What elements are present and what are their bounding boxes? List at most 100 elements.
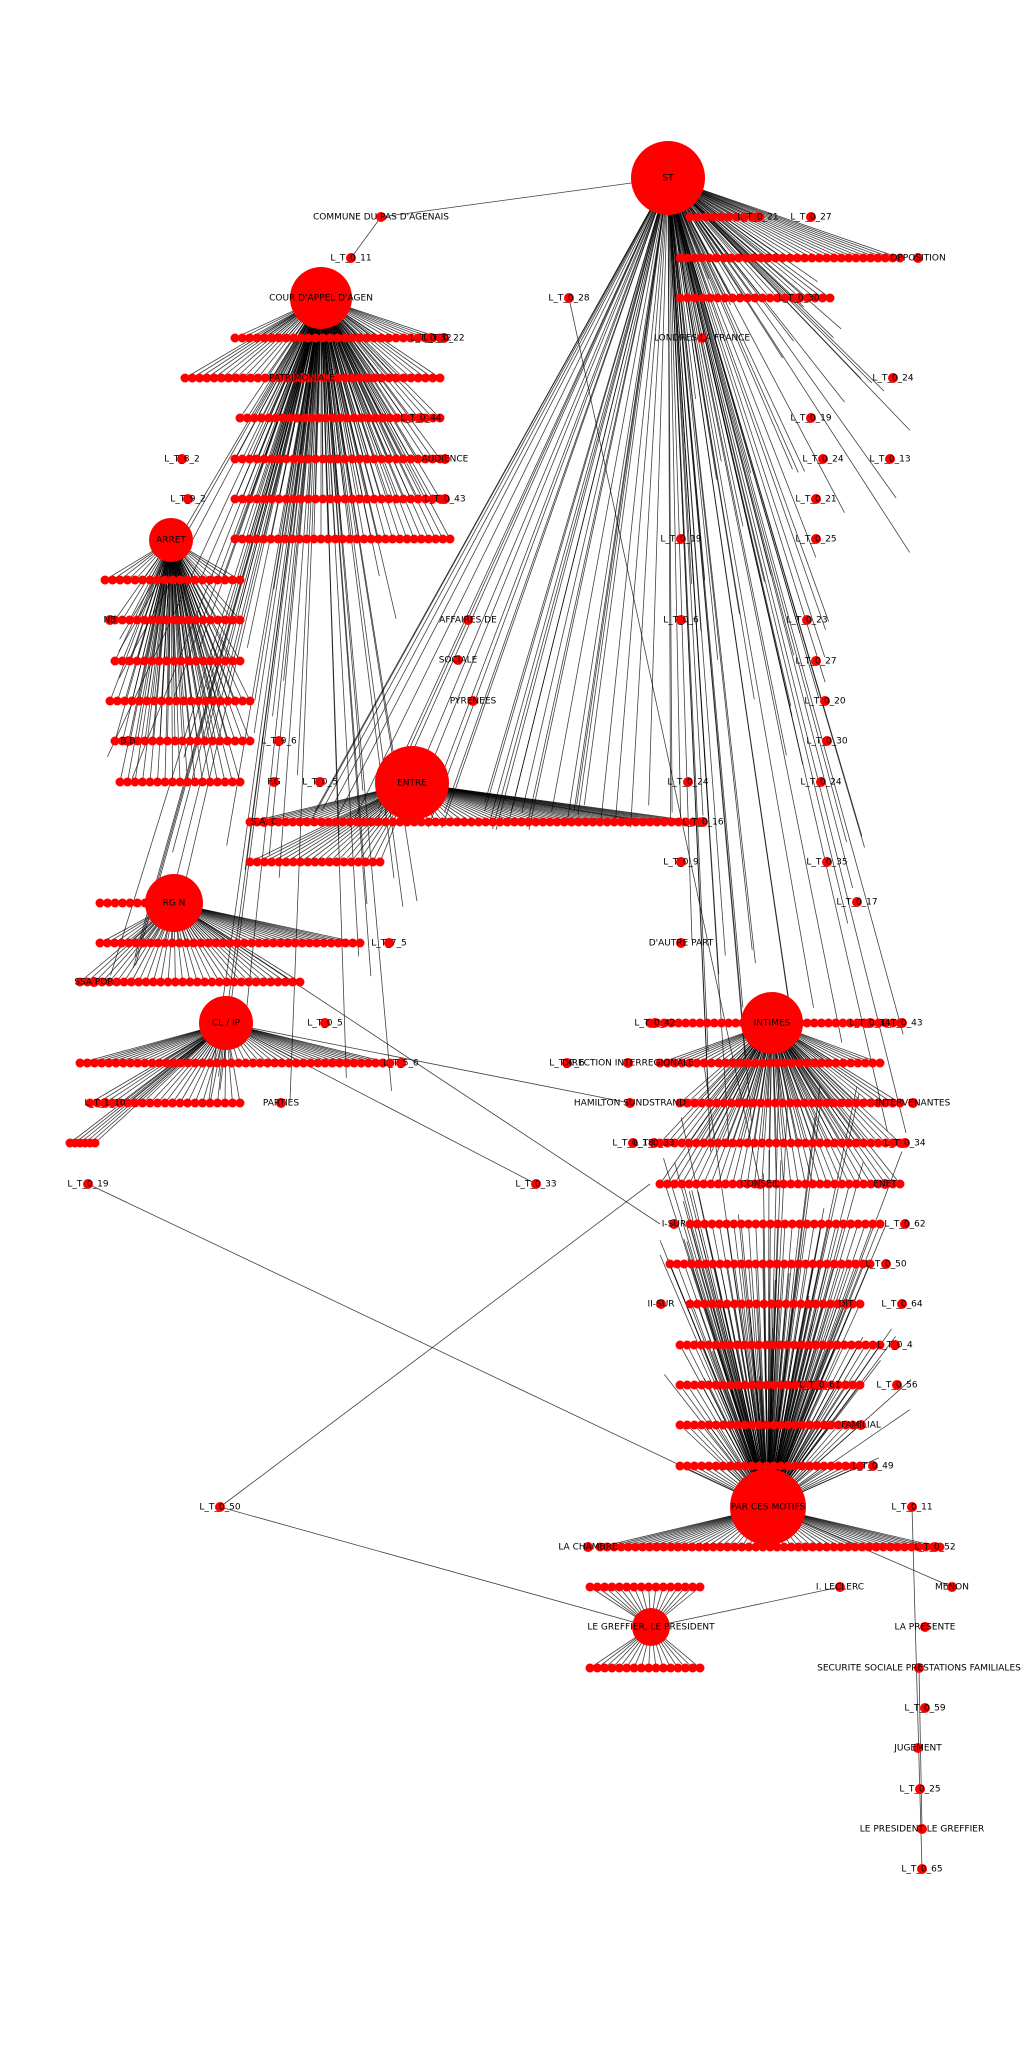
graph-node (235, 1098, 245, 1108)
graph-node (115, 777, 125, 787)
hub-node-greffier (632, 1608, 670, 1646)
labeled-node-opposition (913, 253, 923, 263)
graph-node (222, 977, 232, 987)
graph-node (682, 253, 692, 263)
hub-node-layer (145, 141, 806, 1646)
graph-node (409, 534, 419, 544)
graph-node (261, 938, 271, 948)
graph-node (195, 373, 205, 383)
hub-node-intimes (741, 992, 803, 1054)
graph-node (368, 857, 378, 867)
graph-node (658, 1582, 668, 1592)
graph-node (474, 817, 484, 827)
graph-node (290, 938, 300, 948)
graph-node (118, 898, 127, 908)
graph-edge (492, 177, 669, 830)
graph-node (102, 938, 112, 948)
graph-node (830, 1138, 840, 1148)
graph-node (295, 977, 305, 987)
graph-edge (667, 177, 753, 951)
graph-node (391, 333, 401, 343)
graph-node (326, 938, 336, 948)
graph-node (154, 1058, 164, 1068)
graph-node (198, 777, 207, 787)
graph-node (677, 1179, 687, 1189)
graph-node (175, 575, 185, 585)
graph-edge (411, 782, 701, 823)
graph-node (758, 1259, 768, 1269)
graph-node (161, 615, 171, 625)
graph-node (354, 333, 364, 343)
graph-node (362, 373, 372, 383)
graph-node (682, 1461, 692, 1471)
graph-node (288, 977, 298, 987)
graph-node (142, 696, 152, 706)
graph-node (376, 494, 386, 504)
node-label-londres: LONDRES LA FRANCE (654, 334, 750, 344)
graph-node (278, 413, 288, 423)
graph-node (398, 454, 408, 464)
graph-node (758, 1058, 768, 1068)
graph-node (803, 293, 812, 303)
graph-node (209, 373, 219, 383)
graph-edge (911, 1506, 923, 1870)
graph-node (406, 413, 416, 423)
labeled-node-parties (276, 1098, 286, 1108)
graph-node (306, 413, 316, 423)
graph-node (130, 1098, 140, 1108)
graph-node (786, 1179, 796, 1189)
graph-edge (703, 1061, 769, 1508)
graph-node (785, 253, 795, 263)
graph-node (133, 898, 142, 908)
graph-node (219, 1058, 229, 1068)
graph-node (779, 1542, 789, 1552)
graph-node (538, 817, 548, 827)
node-label-l44: L_T_0_44 (400, 414, 441, 424)
labeled-node-sa (259, 817, 269, 827)
graph-node (103, 898, 112, 908)
labeled-node-l11b (907, 1502, 917, 1512)
graph-node (726, 1098, 736, 1108)
graph-node (237, 494, 247, 504)
graph-node (697, 1098, 707, 1108)
graph-node (651, 1663, 661, 1673)
graph-node (304, 938, 314, 948)
graph-node (743, 1219, 753, 1229)
graph-node (793, 1542, 803, 1552)
graph-node (297, 938, 307, 948)
graph-node (735, 293, 745, 303)
graph-node (131, 938, 141, 948)
graph-node (829, 1098, 839, 1108)
graph-node (826, 1461, 836, 1471)
graph-node (763, 1098, 773, 1108)
labeled-node-l_fam (856, 1420, 866, 1430)
graph-node (880, 253, 890, 263)
graph-node (675, 1420, 685, 1430)
graph-node (844, 1098, 854, 1108)
graph-node (369, 333, 379, 343)
graph-node (805, 1380, 815, 1390)
graph-edge (226, 297, 322, 846)
graph-node (545, 817, 555, 827)
graph-node (811, 1299, 821, 1309)
labeled-node-l24c (816, 777, 826, 787)
graph-node (241, 1058, 251, 1068)
graph-node (138, 938, 148, 948)
graph-node (779, 1179, 789, 1189)
graph-node (802, 1058, 812, 1068)
graph-node (318, 333, 328, 343)
graph-node (185, 736, 195, 746)
graph-node (921, 1542, 931, 1552)
graph-node (235, 575, 245, 585)
graph-node (428, 494, 438, 504)
graph-edge (172, 297, 322, 853)
graph-edge (495, 177, 669, 830)
graph-node (824, 1018, 834, 1028)
graph-edge (253, 297, 322, 734)
graph-node (373, 534, 383, 544)
graph-node (256, 413, 266, 423)
graph-node (688, 1663, 698, 1673)
graph-node (248, 1058, 258, 1068)
graph-node (744, 1299, 754, 1309)
node-label-l50: L_T_0_50 (865, 1260, 906, 1270)
